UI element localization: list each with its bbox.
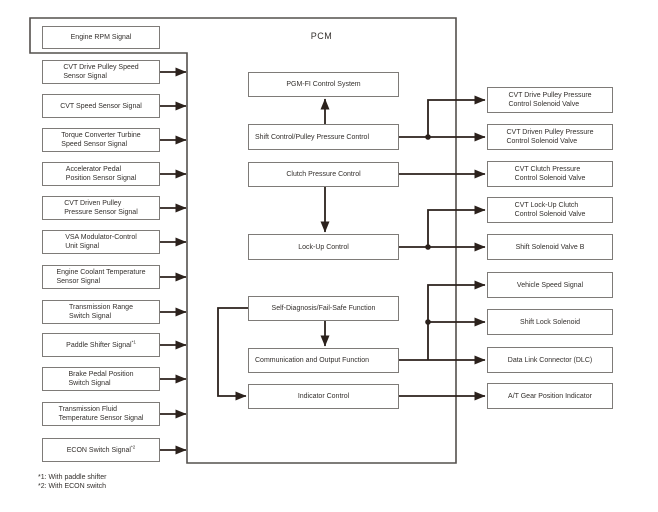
box-label: PGM-FI Control System	[286, 81, 361, 88]
pcm-boundary	[29, 17, 457, 464]
input-box-brake-pedal-position-switch: Brake Pedal Position Switch Signal	[42, 367, 160, 391]
process-box-shift-control-pulley-pressure-control: Shift Control/Pulley Pressure Control	[248, 124, 399, 150]
footnote-marker: *2	[130, 444, 136, 450]
input-box-cvt-speed-sensor: CVT Speed Sensor Signal	[42, 94, 160, 118]
output-box-cvt-driven-pulley-pressure-solenoid: CVT Driven Pulley Pressure Control Solen…	[487, 124, 613, 150]
box-label: Transmission Range Switch Signal	[69, 304, 133, 320]
box-label: Brake Pedal Position Switch Signal	[68, 371, 134, 387]
wire-comm-to-vehicle-speed	[427, 280, 486, 360]
wire-lockup-to-lockup-solenoid	[427, 205, 486, 247]
input-box-cvt-driven-pulley-pressure-sensor: CVT Driven Pulley Pressure Sensor Signal	[42, 196, 160, 220]
box-label: Torque Converter Turbine Speed Sensor Si…	[61, 132, 141, 148]
input-box-accelerator-pedal-position-sensor: Accelerator Pedal Position Sensor Signal	[42, 162, 160, 186]
pcm-title: PCM	[310, 31, 333, 41]
output-box-cvt-clutch-pressure-solenoid: CVT Clutch Pressure Control Solenoid Val…	[487, 161, 613, 187]
wire-selfdiag-to-indicator	[217, 307, 248, 401]
junction-dot	[425, 244, 431, 250]
process-box-clutch-pressure-control: Clutch Pressure Control	[248, 162, 399, 187]
box-label: Engine Coolant Temperature Sensor Signal	[56, 269, 146, 285]
input-box-vsa-modulator-control-unit: VSA Modulator-Control Unit Signal	[42, 230, 160, 254]
process-box-pgm-fi-control-system: PGM-FI Control System	[248, 72, 399, 97]
box-label: Transmission Fluid Temperature Sensor Si…	[58, 406, 144, 422]
output-box-shift-lock-solenoid: Shift Lock Solenoid	[487, 309, 613, 335]
box-label: CVT Lock-Up Clutch Control Solenoid Valv…	[514, 202, 586, 218]
box-label: Vehicle Speed Signal	[516, 281, 584, 289]
output-box-vehicle-speed-signal: Vehicle Speed Signal	[487, 272, 613, 298]
junction-dot	[425, 319, 431, 325]
box-label: Data Link Connector (DLC)	[507, 356, 593, 364]
box-label: Shift Lock Solenoid	[520, 318, 580, 326]
input-box-torque-converter-turbine-speed-sensor: Torque Converter Turbine Speed Sensor Si…	[42, 128, 160, 152]
box-label: Shift Solenoid Valve B	[515, 243, 585, 251]
box-label: Indicator Control	[297, 393, 350, 400]
input-box-engine-coolant-temperature-sensor: Engine Coolant Temperature Sensor Signal	[42, 265, 160, 289]
box-label: Accelerator Pedal Position Sensor Signal	[65, 166, 137, 182]
footnote-1: *1: With paddle shifter	[38, 474, 107, 481]
output-box-cvt-drive-pulley-pressure-solenoid: CVT Drive Pulley Pressure Control Soleno…	[487, 87, 613, 113]
box-label: Shift Control/Pulley Pressure Control	[255, 133, 369, 141]
box-label: Self-Diagnosis/Fail-Safe Function	[271, 305, 376, 312]
input-box-transmission-fluid-temperature-sensor: Transmission Fluid Temperature Sensor Si…	[42, 402, 160, 426]
input-box-transmission-range-switch: Transmission Range Switch Signal	[42, 300, 160, 324]
footnotes: *1: With paddle shifter *2: With ECON sw…	[38, 473, 106, 491]
junction-dot	[425, 134, 431, 140]
box-label: CVT Clutch Pressure Control Solenoid Val…	[514, 166, 586, 182]
wire-shift-to-drive-solenoid	[427, 95, 486, 137]
footnote-marker: *1	[131, 339, 136, 345]
box-label: CVT Driven Pulley Pressure Sensor Signal	[64, 200, 138, 216]
box-label: Engine RPM Signal	[70, 34, 132, 41]
process-box-communication-and-output: Communication and Output Function	[248, 348, 399, 373]
box-label: VSA Modulator-Control Unit Signal	[65, 234, 137, 250]
process-box-indicator-control: Indicator Control	[248, 384, 399, 409]
junction-dots	[425, 134, 431, 325]
box-label: CVT Speed Sensor Signal	[60, 102, 142, 110]
footnote-2: *2: With ECON switch	[38, 483, 107, 490]
box-label: Clutch Pressure Control	[286, 171, 361, 178]
output-arrows	[399, 95, 486, 401]
output-box-shift-solenoid-valve-b: Shift Solenoid Valve B	[487, 234, 613, 260]
box-label: Communication and Output Function	[255, 357, 370, 364]
input-arrows	[160, 67, 187, 455]
output-box-at-gear-position-indicator: A/T Gear Position Indicator	[487, 383, 613, 409]
box-label: ECON Switch Signal*2	[66, 444, 136, 454]
box-label: Lock-Up Control	[298, 243, 349, 251]
input-box-engine-rpm-signal: Engine RPM Signal	[42, 26, 160, 49]
box-label: A/T Gear Position Indicator	[508, 392, 592, 400]
box-label: CVT Drive Pulley Pressure Control Soleno…	[508, 92, 592, 108]
input-box-cvt-drive-pulley-speed-sensor: CVT Drive Pulley Speed Sensor Signal	[42, 60, 160, 84]
output-box-cvt-lock-up-clutch-solenoid: CVT Lock-Up Clutch Control Solenoid Valv…	[487, 197, 613, 223]
input-box-paddle-shifter: Paddle Shifter Signal*1	[42, 333, 160, 357]
input-box-econ-switch: ECON Switch Signal*2	[42, 438, 160, 462]
box-label: CVT Drive Pulley Speed Sensor Signal	[63, 64, 139, 80]
box-label: CVT Driven Pulley Pressure Control Solen…	[506, 129, 594, 145]
internal-arrows	[217, 98, 330, 401]
process-box-lock-up-control: Lock-Up Control	[248, 234, 399, 260]
output-box-data-link-connector: Data Link Connector (DLC)	[487, 347, 613, 373]
process-box-self-diagnosis-fail-safe: Self-Diagnosis/Fail-Safe Function	[248, 296, 399, 321]
box-label: Paddle Shifter Signal*1	[66, 339, 136, 349]
